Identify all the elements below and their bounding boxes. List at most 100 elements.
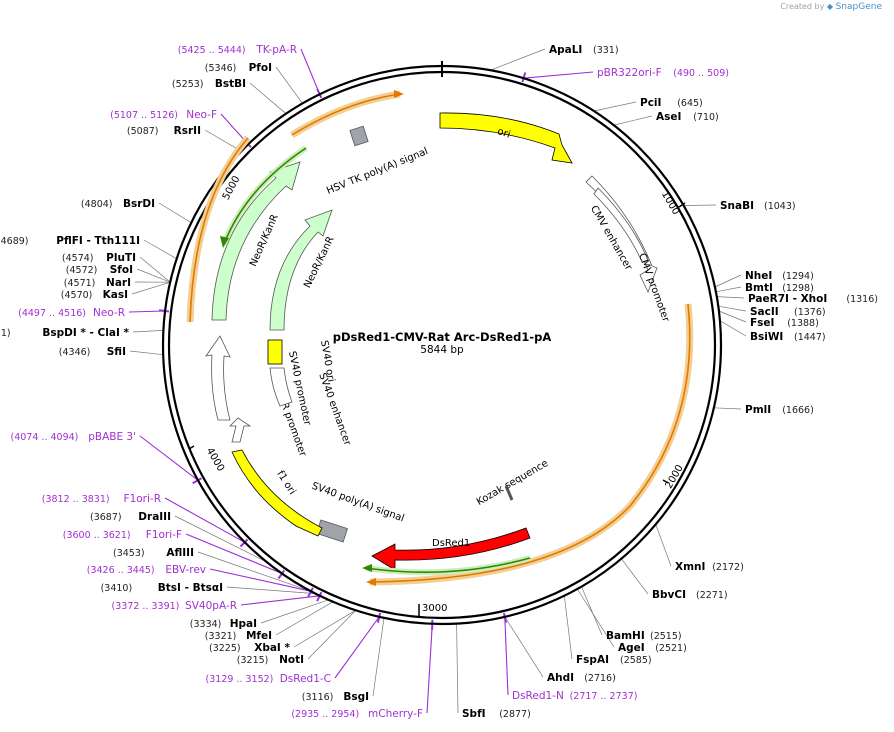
site-position: (2271) — [696, 590, 728, 601]
cmv-promoter-label: CMV promoter — [636, 252, 671, 324]
enzyme-bbvci[interactable]: BbvCI (2271) — [652, 589, 728, 601]
sv40-enhancer-arrow[interactable] — [269, 367, 293, 407]
leader-line — [426, 623, 433, 714]
site-position: (4572) — [66, 265, 98, 276]
leader-line — [185, 533, 283, 575]
neor-kanr-inner-arrow[interactable] — [269, 209, 333, 331]
enzyme-bsiwi[interactable]: BsiWI(1447) — [750, 331, 826, 343]
primer-neo-f[interactable]: Neo-F(5107 .. 5126) — [110, 109, 217, 121]
enzyme-sfoi[interactable]: SfoI(4572) — [66, 264, 133, 276]
leader-line — [136, 268, 171, 283]
enzyme-name: DraIII — [138, 511, 171, 523]
enzyme-snabi[interactable]: SnaBI(1043) — [720, 200, 796, 212]
enzyme-agei[interactable]: AgeI(2521) — [618, 642, 687, 654]
leader-line — [456, 623, 459, 714]
enzyme-pmli[interactable]: PmlI(1666) — [745, 404, 814, 416]
site-position: (3215) — [237, 655, 269, 666]
site-position: (490 .. 509) — [673, 68, 729, 79]
kozak-marker[interactable] — [504, 485, 514, 501]
enzyme-xmni[interactable]: XmnI(2172) — [675, 561, 744, 573]
leader-line — [158, 202, 192, 223]
enzyme-pcii[interactable]: PciI(645) — [640, 97, 703, 109]
dsred1-arrow[interactable] — [371, 527, 531, 571]
tick-label-1000: 1000 — [659, 189, 681, 217]
sv40-promoter-arrow[interactable] — [205, 335, 231, 421]
enzyme-pluti[interactable]: PluTI(4574) — [62, 252, 136, 264]
enzyme-bspdi-clai[interactable]: BspDI * - ClaI *(4411) — [0, 327, 130, 339]
enzyme-name: AseI — [656, 111, 681, 123]
leader-line — [714, 274, 742, 288]
enzyme-draiii[interactable]: DraIII(3687) — [90, 511, 171, 523]
site-position: (4497 .. 4516) — [18, 308, 86, 319]
leader-line — [204, 129, 242, 152]
enzyme-name: SnaBI — [720, 200, 754, 212]
tick-label-3000: 3000 — [422, 603, 447, 614]
ori-arrow[interactable] — [439, 112, 573, 164]
leader-line — [577, 588, 615, 648]
enzyme-name: SbfI — [462, 708, 486, 720]
enzyme-xbai[interactable]: XbaI *(3225) — [209, 642, 290, 654]
leader-line — [372, 617, 385, 697]
enzyme-bsrdi[interactable]: BsrDI(4804) — [81, 198, 155, 210]
primer-sv40pa-r[interactable]: SV40pA-R(3372 .. 3391) — [112, 600, 237, 612]
enzyme-mfei[interactable]: MfeI(3321) — [205, 630, 272, 642]
sv40-polya-box[interactable] — [316, 519, 348, 543]
enzyme-name: HpaI — [230, 618, 257, 630]
primer-neo-r[interactable]: Neo-R(4497 .. 4516) — [18, 307, 125, 319]
enzyme-bstbi[interactable]: BstBI(5253) — [172, 78, 246, 90]
f1-ori-arrow[interactable] — [231, 449, 323, 537]
enzyme-name: BbvCI — [652, 589, 686, 601]
enzyme-name: BstBI — [215, 78, 246, 90]
enzyme-ahdi[interactable]: AhdI(2716) — [547, 672, 616, 684]
neor-kanr-outer-arrow[interactable] — [211, 161, 301, 321]
enzyme-bmti[interactable]: BmtI(1298) — [745, 282, 814, 294]
sv40-enhancer-label: SV40 enhancer — [316, 372, 353, 448]
enzyme-name: NheI — [745, 270, 772, 282]
leader-line — [621, 558, 649, 595]
enzyme-fspai[interactable]: FspAI(2585) — [576, 654, 652, 666]
site-position: (1316) — [846, 294, 878, 305]
enzyme-nari[interactable]: NarI(4571) — [64, 277, 131, 289]
enzyme-name: AflIII — [166, 547, 194, 559]
primer-pbabe-3[interactable]: pBABE 3'(4074 .. 4094) — [11, 431, 136, 443]
enzyme-rsrii[interactable]: RsrII(5087) — [127, 125, 201, 137]
enzyme-pfoi[interactable]: PfoI(5346) — [205, 62, 272, 74]
leader-line — [307, 610, 357, 660]
enzyme-kasi[interactable]: KasI(4570) — [61, 289, 128, 301]
enzyme-name: PaeR7I - XhoI — [748, 293, 827, 305]
enzyme-sacii[interactable]: SacII(1376) — [750, 306, 826, 318]
enzyme-bamhi[interactable]: BamHI(2515) — [606, 630, 682, 642]
enzyme-nhei[interactable]: NheI(1294) — [745, 270, 814, 282]
enzyme-hpai[interactable]: HpaI(3334) — [190, 618, 257, 630]
enzyme-afliii[interactable]: AflIII(3453) — [113, 547, 194, 559]
enzyme-name: FseI — [750, 317, 774, 329]
leader-line — [334, 616, 380, 679]
enzyme-asei[interactable]: AseI(710) — [656, 111, 719, 123]
primer-dsred1-n[interactable]: DsRed1-N(2717 .. 2737) — [512, 690, 637, 702]
leader-line — [240, 595, 320, 606]
enzyme-noti[interactable]: NotI(3215) — [237, 654, 304, 666]
enzyme-sfii[interactable]: SfiI(4346) — [59, 346, 126, 358]
enzyme-bsgi[interactable]: BsgI(3116) — [302, 691, 369, 703]
enzyme-apali[interactable]: ApaLI(331) — [549, 44, 619, 56]
sv40-ori-box[interactable] — [267, 339, 283, 365]
enzyme-pflfi-tth111i[interactable]: PflFI - Tth111I(4689) — [0, 235, 140, 247]
primer-mcherry-f[interactable]: mCherry-F(2935 .. 2954) — [291, 708, 423, 720]
leader-line — [131, 281, 171, 295]
primer-dsred1-c[interactable]: DsRed1-C(3129 .. 3152) — [206, 673, 331, 685]
enzyme-fsei[interactable]: FseI(1388) — [750, 317, 819, 329]
primer-pbr322ori-f[interactable]: pBR322ori-F(490 .. 509) — [597, 67, 729, 79]
enzyme-sbfi[interactable]: SbfI(2877) — [462, 708, 531, 720]
enzyme-btsi-bts-i[interactable]: BtsI - BtsαI(3410) — [101, 582, 223, 594]
site-position: (3372 .. 3391) — [112, 601, 180, 612]
primer-f1ori-r[interactable]: F1ori-R(3812 .. 3831) — [42, 493, 161, 505]
cmv-enhancer-arrow[interactable] — [593, 187, 649, 263]
enzyme-paer7i-xhoi[interactable]: PaeR7I - XhoI (1316) — [748, 293, 878, 305]
primer-tk-pa-r[interactable]: TK-pA-R(5425 .. 5444) — [178, 44, 297, 56]
ampr-promoter-arrow[interactable] — [229, 417, 252, 443]
primer-f1ori-f[interactable]: F1ori-F(3600 .. 3621) — [63, 529, 182, 541]
hsv-tk-polya-box[interactable] — [349, 125, 369, 147]
enzyme-name: FspAI — [576, 654, 609, 666]
primer-ebv-rev[interactable]: EBV-rev(3426 .. 3445) — [87, 564, 206, 576]
leader-line — [523, 71, 594, 79]
